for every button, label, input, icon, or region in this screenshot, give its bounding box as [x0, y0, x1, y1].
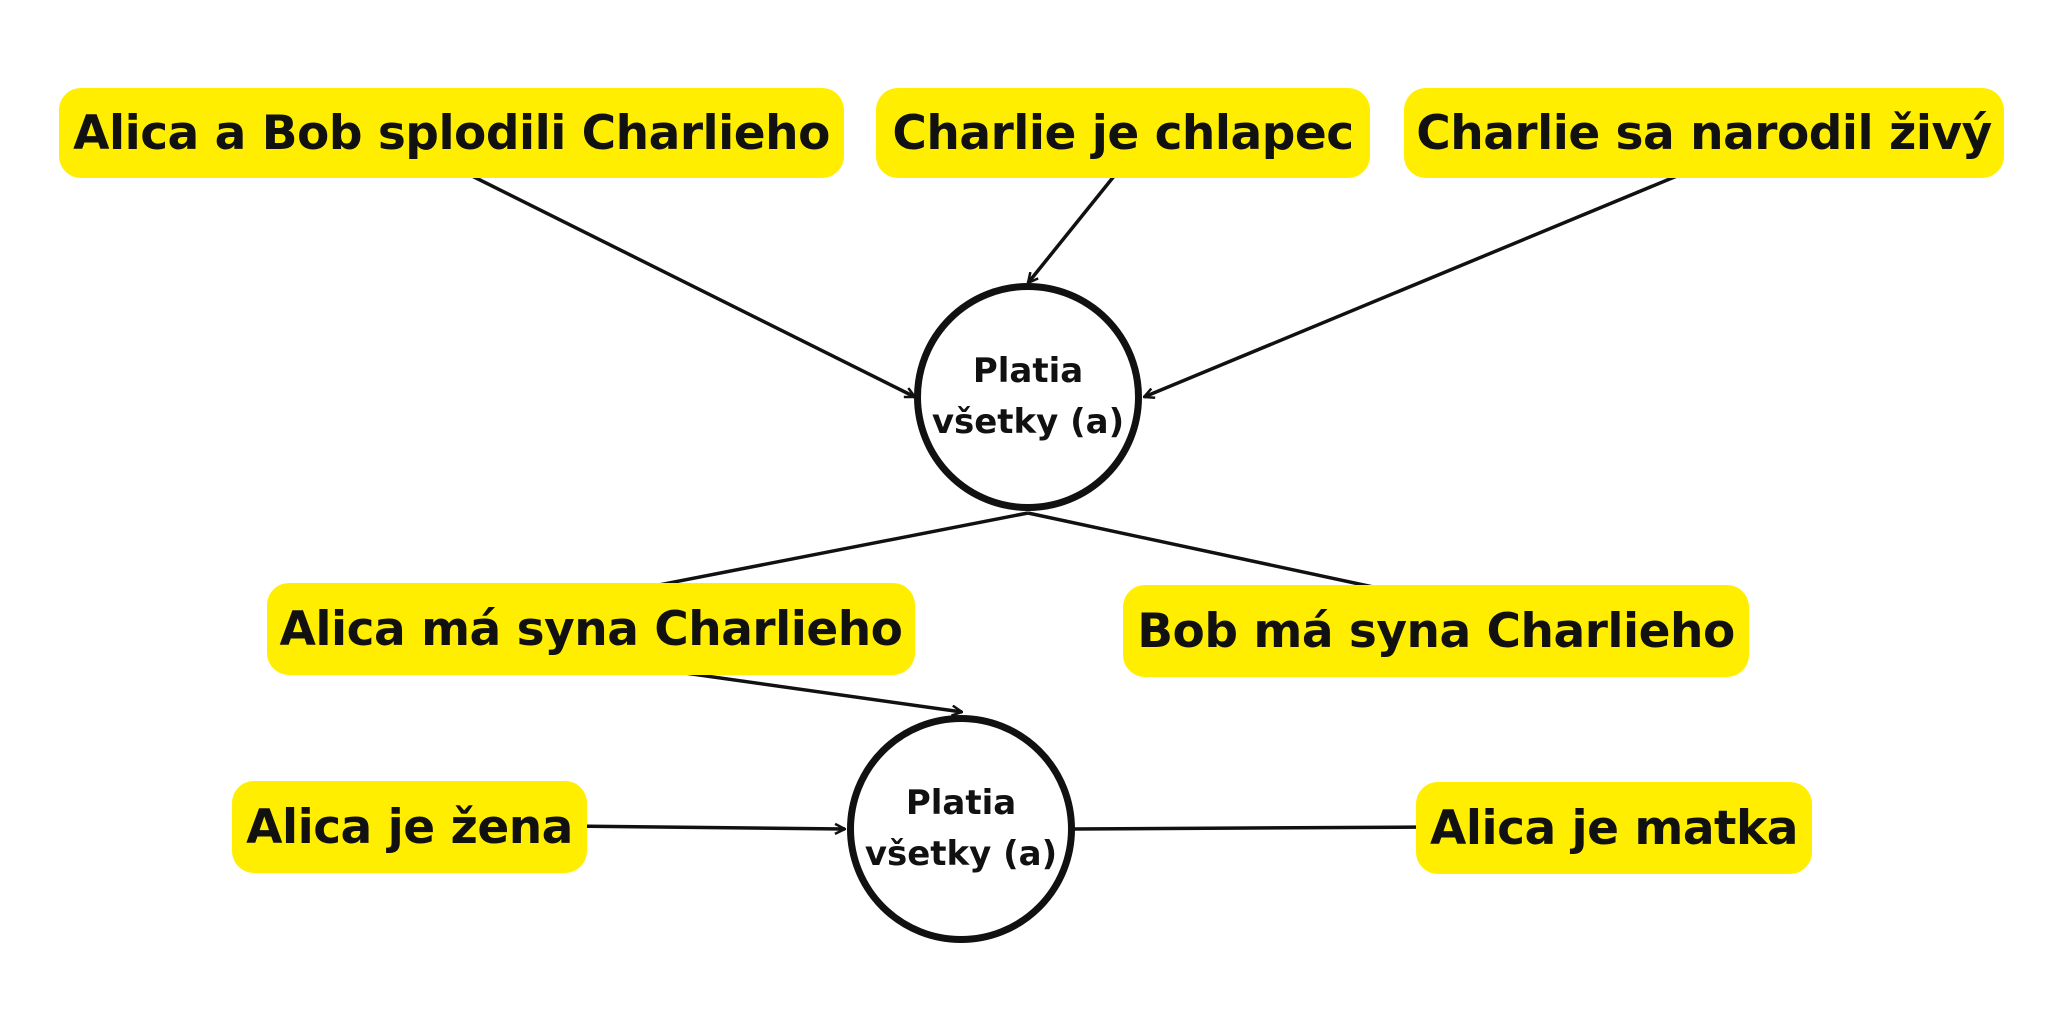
statement-bottom-left: Alica je žena: [232, 781, 587, 873]
arrow-bottom-left-to-lower-node: [564, 826, 845, 829]
arrow-lower-node-to-bottom-right: [1072, 827, 1435, 829]
statement-top-mid: Charlie je chlapec: [876, 88, 1370, 178]
arrow-top-mid-to-upper-node: [1028, 163, 1125, 283]
upper-node-label-line2: všetky (a): [931, 402, 1125, 442]
statement-top-right: Charlie sa narodil živý: [1404, 88, 2004, 178]
arrow-top-left-to-upper-node: [451, 164, 915, 399]
lower-node-label-line2: všetky (a): [864, 834, 1058, 874]
upper-node-label-line1: Platia: [972, 351, 1084, 391]
statement-top-left: Alica a Bob splodili Charlieho: [59, 88, 844, 178]
arrow-top-right-to-upper-node: [1144, 164, 1702, 397]
lower-node-label-line1: Platia: [905, 783, 1017, 823]
statement-bottom-right: Alica je matka: [1416, 782, 1812, 874]
upper-and-node: Platia všetky (a): [914, 283, 1142, 511]
lower-and-node: Platia všetky (a): [847, 715, 1075, 943]
statement-mid-left: Alica má syna Charlieho: [267, 583, 915, 675]
statement-mid-right: Bob má syna Charlieho: [1123, 585, 1749, 677]
